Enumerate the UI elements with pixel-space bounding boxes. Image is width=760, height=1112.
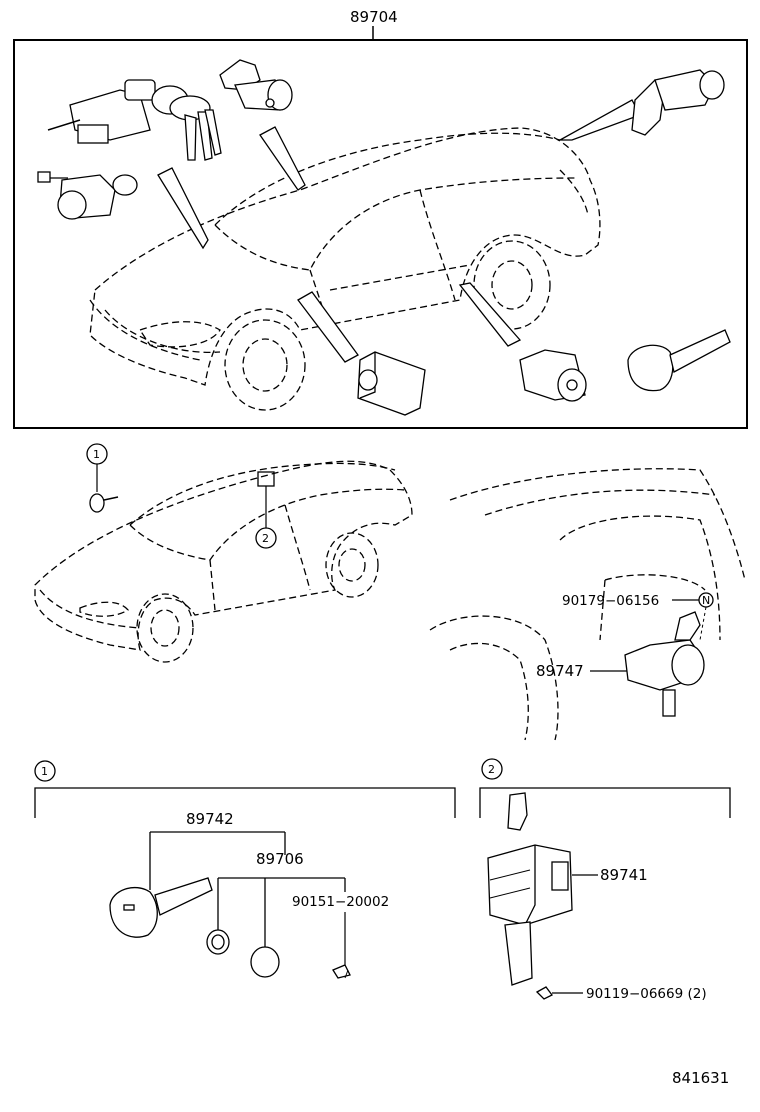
- main-assembly-label[interactable]: 89704: [350, 8, 398, 26]
- screw-90119: [535, 986, 553, 1000]
- svg-text:2: 2: [488, 763, 495, 776]
- part-89741-label[interactable]: 89741: [600, 866, 648, 884]
- callout-2-marker: [255, 527, 277, 549]
- part-90179-06156-label[interactable]: 90179−06156: [562, 593, 659, 609]
- door-lock-cylinder-2-part: [519, 349, 587, 402]
- main-assembly-frame: [13, 39, 748, 429]
- key-part: [627, 329, 731, 392]
- car-illustration-top: [89, 127, 601, 411]
- dashboard-illustration: 90179−06156 N 89747: [429, 468, 746, 741]
- diagram-id: 841631: [672, 1069, 729, 1087]
- part-89747-label[interactable]: 89747: [536, 662, 584, 680]
- group-1-callout: [34, 760, 56, 782]
- control-unit-part: [357, 351, 426, 416]
- control-unit-marker: [257, 471, 275, 487]
- screw-90151: [332, 964, 351, 979]
- group-1: 1 89742 89706 90151−20002: [34, 760, 456, 979]
- door-lock-cylinder-part: [219, 59, 293, 111]
- group-2: 2 89741 90119−06669 (2): [479, 758, 731, 1002]
- cap-part: [250, 946, 280, 978]
- part-90119-06669-label[interactable]: 90119−06669 (2): [586, 986, 707, 1002]
- group-2-bracket: [479, 787, 731, 818]
- callout-1-text: 1: [93, 448, 100, 461]
- part-89706-label[interactable]: 89706: [256, 850, 304, 868]
- n-marker-text: N: [702, 594, 710, 607]
- control-module-89741: [487, 792, 573, 986]
- key-89742: [109, 877, 213, 938]
- car-illustration-middle: 1 2: [34, 443, 413, 663]
- trunk-lock-part: [631, 69, 725, 136]
- part-90151-20002-label[interactable]: 90151−20002: [292, 894, 389, 910]
- main-assembly-group: 89704: [13, 8, 748, 429]
- sensor-part: [37, 171, 138, 220]
- svg-text:1: 1: [41, 765, 48, 778]
- ignition-cylinder-part: [47, 79, 222, 161]
- lock-part-89747: [624, 611, 705, 717]
- group-1-bracket: [34, 787, 456, 818]
- part-89742-label[interactable]: 89742: [186, 810, 234, 828]
- group-2-callout: [481, 758, 503, 780]
- pointer-arrows: [157, 99, 641, 363]
- callout-2-text: 2: [262, 532, 269, 545]
